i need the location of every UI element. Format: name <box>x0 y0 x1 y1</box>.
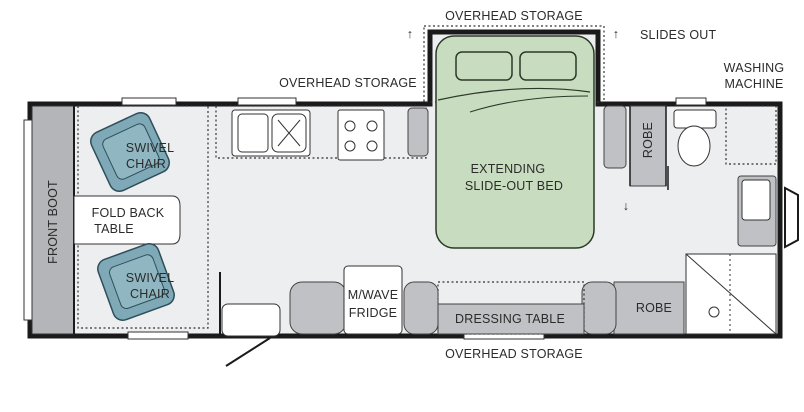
burner-3 <box>344 140 356 152</box>
robe-side-left <box>603 105 627 169</box>
label-chair-bottom: CHAIR <box>130 287 170 301</box>
swivel-chair-top <box>90 112 170 192</box>
entry-door-swing <box>225 337 271 367</box>
dressing-table <box>437 303 585 335</box>
arrow-up-left: ↑ <box>407 27 413 41</box>
label-dressing-table: DRESSING TABLE <box>455 312 565 326</box>
label-table: TABLE <box>94 222 134 236</box>
label-overhead-storage-bottom: OVERHEAD STORAGE <box>445 347 583 361</box>
burner-2 <box>366 120 378 132</box>
toilet-bowl <box>677 125 711 167</box>
fold-back-table <box>73 195 181 245</box>
label-chair-top: CHAIR <box>126 157 166 171</box>
label-extending: EXTENDING <box>471 162 546 176</box>
cabinet-beside-fridge <box>403 281 439 335</box>
front-boot-door <box>23 119 33 321</box>
cabinet-left-of-fridge <box>289 281 347 335</box>
vanity-basin <box>741 179 771 221</box>
cooktop <box>337 109 385 161</box>
pillow-left <box>455 51 513 81</box>
bed-cover-fold-2 <box>469 95 589 113</box>
arrow-up-right: ↑ <box>613 27 619 41</box>
label-fridge: FRIDGE <box>349 306 397 320</box>
sink-drainer <box>237 113 269 153</box>
window-front-top <box>121 97 177 106</box>
shower-line-1 <box>685 253 777 335</box>
front-overhead-outline <box>77 105 209 329</box>
label-swivel-bottom: SWIVEL <box>126 271 174 285</box>
label-slide-out-bed: SLIDE-OUT BED <box>465 179 563 193</box>
label-fold-back: FOLD BACK <box>92 206 165 220</box>
entry-step <box>221 303 281 337</box>
window-kitchen <box>237 97 297 106</box>
front-boot <box>31 105 75 335</box>
toilet-cistern <box>673 109 717 129</box>
label-swivel-top: SWIVEL <box>126 141 174 155</box>
rear-bumper <box>784 186 799 249</box>
arrow-down: ↓ <box>623 199 629 213</box>
label-mwave: M/WAVE <box>348 288 399 302</box>
shower-drain <box>708 306 720 318</box>
overhead-storage-outline <box>423 25 605 103</box>
label-machine: MACHINE <box>724 77 783 91</box>
label-slides-out: SLIDES OUT <box>640 28 716 42</box>
label-washing: WASHING <box>724 61 785 75</box>
window-bathroom <box>675 97 707 106</box>
sink-line-2 <box>277 119 301 147</box>
robe-lower <box>613 281 685 335</box>
pillow-right <box>519 51 577 81</box>
burner-4 <box>366 140 378 152</box>
pantry-cabinet <box>407 107 429 157</box>
label-overhead-storage-left: OVERHEAD STORAGE <box>279 76 417 90</box>
bed-cover-fold <box>437 87 591 101</box>
label-front-boot: FRONT BOOT <box>46 180 60 264</box>
swivel-chair-bottom <box>97 243 175 321</box>
bedside-cabinet-right <box>581 281 617 335</box>
window-front-bottom <box>127 331 189 340</box>
label-robe-upper: ROBE <box>641 122 655 158</box>
label-robe-lower: ROBE <box>636 301 672 315</box>
mwave-fridge <box>343 265 403 335</box>
burner-1 <box>344 120 356 132</box>
label-overhead-storage-top: OVERHEAD STORAGE <box>445 9 583 23</box>
